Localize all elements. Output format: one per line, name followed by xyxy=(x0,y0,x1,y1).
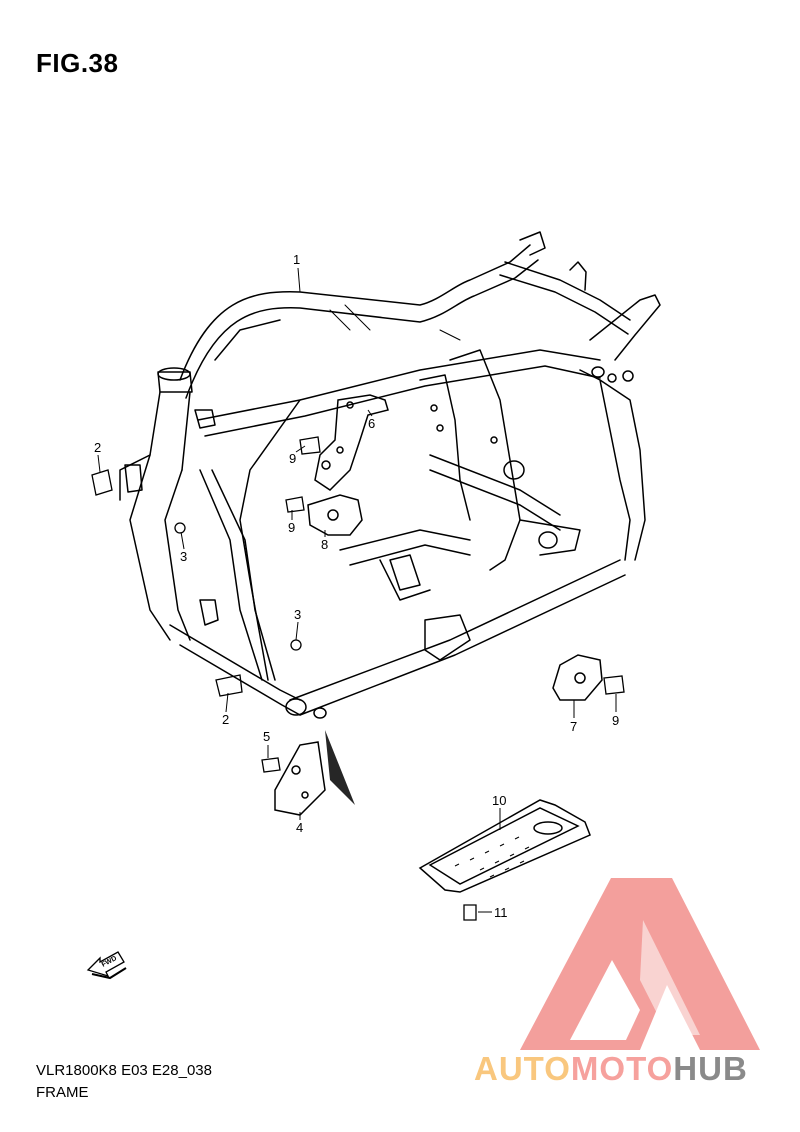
figure-title: FIG.38 xyxy=(36,48,119,78)
part-6-bracket xyxy=(314,394,389,491)
part-label-9-middle: 9 xyxy=(288,520,295,535)
part-7-bracket xyxy=(552,654,603,701)
part-label-6: 6 xyxy=(368,416,375,431)
bolts xyxy=(91,436,625,921)
part-numbers: 1 2 3 2 3 9 6 9 8 7 9 5 4 10 11 xyxy=(94,252,619,920)
part-label-9-upper: 9 xyxy=(289,451,296,466)
part-label-7: 7 xyxy=(570,719,577,734)
leader-lines xyxy=(97,267,617,913)
part-label-10: 10 xyxy=(492,793,506,808)
watermark-brand-part2: MOTO xyxy=(570,1050,674,1087)
part-label-2-upper: 2 xyxy=(94,440,101,455)
section-name: FRAME xyxy=(36,1084,89,1101)
part-label-3-lower: 3 xyxy=(294,607,301,622)
part-label-3-upper: 3 xyxy=(180,549,187,564)
part-10-skid-plate xyxy=(418,799,591,893)
watermark-brand-part3: HUB xyxy=(673,1050,748,1087)
watermark-triangle xyxy=(520,878,760,1050)
part-label-1: 1 xyxy=(293,252,300,267)
watermark-brand-part1: AUTO xyxy=(474,1050,571,1087)
part-label-8: 8 xyxy=(321,537,328,552)
part-label-2-lower: 2 xyxy=(222,712,229,727)
part-8-bracket xyxy=(307,494,363,536)
diagram-code: VLR1800K8 E03 E28_038 xyxy=(36,1062,212,1079)
fwd-arrow-icon: FWD xyxy=(86,951,127,980)
part-label-9-right: 9 xyxy=(612,713,619,728)
part-label-5: 5 xyxy=(263,729,270,744)
part-label-11: 11 xyxy=(494,905,508,920)
part-4-bracket xyxy=(274,730,355,816)
part-label-4: 4 xyxy=(296,820,303,835)
frame-linework xyxy=(119,231,661,719)
watermark-brand: AUTOMOTOHUB xyxy=(474,1050,748,1088)
